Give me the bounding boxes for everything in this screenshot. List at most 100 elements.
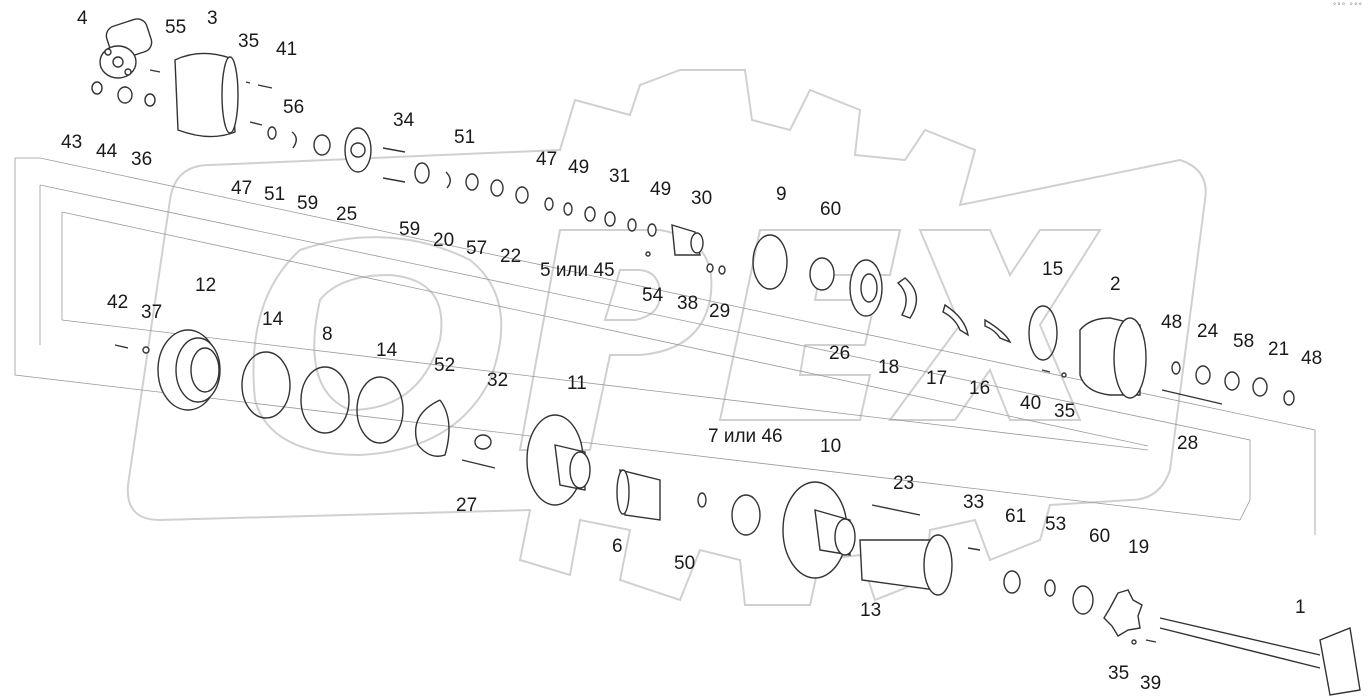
label-part-61: 61 bbox=[1005, 506, 1026, 527]
label-part-36: 36 bbox=[131, 149, 152, 170]
label-part-28: 28 bbox=[1177, 433, 1198, 454]
label-part-31: 31 bbox=[609, 166, 630, 187]
part-15 bbox=[1028, 305, 1058, 361]
label-part-50: 50 bbox=[674, 553, 695, 574]
label-part-60: 60 bbox=[820, 199, 841, 220]
label-part-8: 8 bbox=[322, 324, 333, 345]
label-part-12: 12 bbox=[195, 275, 216, 296]
label-part-47: 47 bbox=[536, 149, 557, 170]
label-part-56: 56 bbox=[283, 97, 304, 118]
label-part-39: 39 bbox=[1140, 673, 1161, 694]
label-part-5-or-45: 5 или 45 bbox=[540, 260, 615, 281]
part-17 bbox=[942, 303, 969, 337]
part-36 bbox=[144, 93, 156, 107]
label-part-2: 2 bbox=[1110, 274, 1121, 295]
part-14b-ring bbox=[356, 376, 404, 444]
watermark-letter-x-icon bbox=[888, 229, 1102, 421]
label-part-58: 58 bbox=[1233, 331, 1254, 352]
label-part-10: 10 bbox=[820, 436, 841, 457]
label-part-51: 51 bbox=[454, 127, 475, 148]
label-part-37: 37 bbox=[141, 302, 162, 323]
label-part-35: 35 bbox=[238, 31, 259, 52]
label-part-11: 11 bbox=[567, 373, 587, 394]
label-part-33: 33 bbox=[963, 492, 984, 513]
watermark-letter-o-icon bbox=[252, 236, 503, 457]
label-part-52: 52 bbox=[434, 355, 455, 376]
assembly-guide-lines bbox=[14, 157, 1316, 535]
label-part-9: 9 bbox=[776, 184, 787, 205]
label-part-19: 19 bbox=[1128, 537, 1149, 558]
corner-mark: °°° °°° bbox=[1332, 2, 1363, 10]
label-part-23: 23 bbox=[893, 473, 914, 494]
label-part-35c: 35 bbox=[1108, 663, 1129, 684]
part-16 bbox=[984, 318, 1012, 344]
part-28-rod bbox=[1161, 389, 1223, 405]
label-part-44: 44 bbox=[96, 141, 118, 162]
part-25-flange bbox=[344, 127, 372, 173]
label-part-30: 30 bbox=[691, 188, 712, 209]
watermark bbox=[126, 69, 1207, 606]
label-part-15: 15 bbox=[1042, 259, 1063, 280]
label-part-4: 4 bbox=[77, 8, 88, 29]
label-part-16: 16 bbox=[969, 378, 990, 399]
part-19-star-plate bbox=[1103, 589, 1143, 637]
label-part-14b: 14 bbox=[376, 340, 398, 361]
label-part-14: 14 bbox=[262, 309, 284, 330]
part-52-ring bbox=[414, 399, 450, 457]
label-part-48b: 48 bbox=[1301, 348, 1322, 369]
label-part-57: 57 bbox=[466, 238, 487, 259]
part-26 bbox=[849, 259, 883, 317]
part-8-ring bbox=[300, 366, 350, 434]
part-11-disk bbox=[526, 414, 591, 506]
label-part-3: 3 bbox=[207, 8, 218, 29]
part-14a-ring bbox=[241, 351, 291, 419]
label-part-41: 41 bbox=[276, 39, 297, 60]
label-part-22: 22 bbox=[500, 246, 521, 267]
part-2-housing bbox=[1079, 317, 1147, 399]
label-part-55: 55 bbox=[165, 17, 186, 38]
label-part-53: 53 bbox=[1045, 514, 1066, 535]
label-part-34: 34 bbox=[393, 110, 415, 131]
part-30-hub bbox=[671, 224, 704, 256]
part-60-bearing bbox=[809, 257, 835, 291]
label-part-24: 24 bbox=[1197, 321, 1219, 342]
label-part-29: 29 bbox=[709, 301, 730, 322]
watermark-letter-e-icon bbox=[718, 229, 902, 421]
label-part-21: 21 bbox=[1268, 339, 1289, 360]
label-part-38: 38 bbox=[677, 293, 698, 314]
part-6-sleeve bbox=[616, 469, 661, 521]
label-part-32: 32 bbox=[487, 370, 508, 391]
part-44 bbox=[117, 86, 133, 104]
part-1-shaft bbox=[1159, 617, 1361, 696]
label-part-20: 20 bbox=[433, 230, 454, 251]
label-part-59: 59 bbox=[297, 193, 318, 214]
part-18 bbox=[896, 277, 918, 319]
label-part-47b: 47 bbox=[231, 178, 252, 199]
label-part-13: 13 bbox=[860, 600, 881, 621]
watermark-gear-icon bbox=[126, 69, 1207, 606]
label-part-35b: 35 bbox=[1054, 401, 1075, 422]
label-part-54: 54 bbox=[642, 285, 664, 306]
label-part-18: 18 bbox=[878, 357, 899, 378]
label-part-43: 43 bbox=[61, 132, 82, 153]
part-3-cover bbox=[174, 52, 239, 138]
label-part-60b: 60 bbox=[1089, 526, 1110, 547]
label-part-17: 17 bbox=[926, 368, 947, 389]
parts-drawing bbox=[91, 18, 1361, 696]
label-part-40: 40 bbox=[1020, 393, 1041, 414]
part-labels: 4 55 3 35 41 56 43 44 36 34 51 47 49 31 … bbox=[61, 8, 1322, 694]
part-43 bbox=[91, 81, 103, 95]
label-part-27: 27 bbox=[456, 495, 477, 516]
part-9-ring bbox=[752, 234, 788, 290]
part-12-pulley bbox=[157, 329, 221, 411]
part-4-motor bbox=[99, 18, 153, 79]
label-part-49b: 49 bbox=[650, 179, 671, 200]
label-part-6: 6 bbox=[612, 536, 623, 557]
part-10-hub bbox=[782, 481, 856, 579]
label-part-48: 48 bbox=[1161, 312, 1182, 333]
label-part-25: 25 bbox=[336, 204, 357, 225]
label-part-49: 49 bbox=[568, 157, 589, 178]
label-part-1: 1 bbox=[1295, 597, 1306, 618]
label-part-51b: 51 bbox=[264, 184, 285, 205]
